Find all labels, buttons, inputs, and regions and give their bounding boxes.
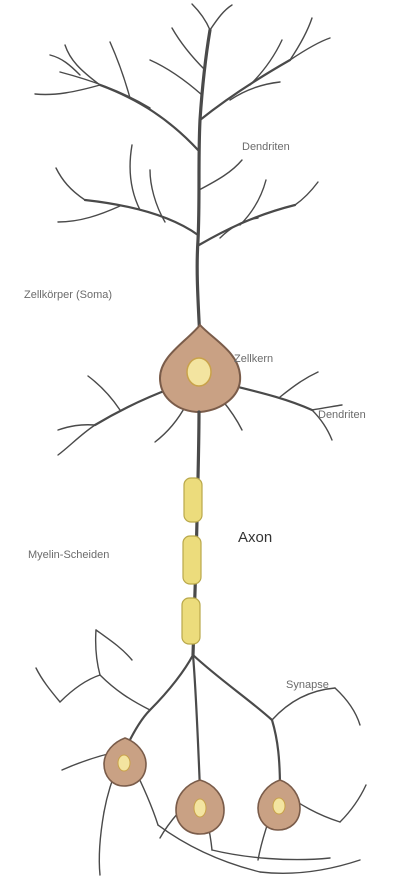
soma (160, 325, 240, 412)
target-neuron-nucleus (194, 799, 206, 817)
label-dendrites-side: Dendriten (318, 409, 366, 421)
target-neuron-nucleus (118, 755, 130, 771)
myelin-segment (184, 478, 202, 522)
axon-terminals (36, 630, 366, 875)
axon (182, 412, 202, 655)
label-axon: Axon (238, 529, 272, 546)
target-neuron-nucleus (273, 798, 285, 814)
label-dendrites-top: Dendriten (242, 141, 290, 153)
label-synapse: Synapse (286, 679, 329, 691)
label-cell-body: Zellkörper (Soma) (24, 289, 112, 301)
myelin-segment (183, 536, 201, 584)
target-neurons (104, 738, 300, 834)
label-nucleus: Zellkern (234, 353, 273, 365)
nucleus (187, 358, 211, 386)
label-myelin-sheath: Myelin-Scheiden (28, 549, 109, 561)
myelin-segment (182, 598, 200, 644)
